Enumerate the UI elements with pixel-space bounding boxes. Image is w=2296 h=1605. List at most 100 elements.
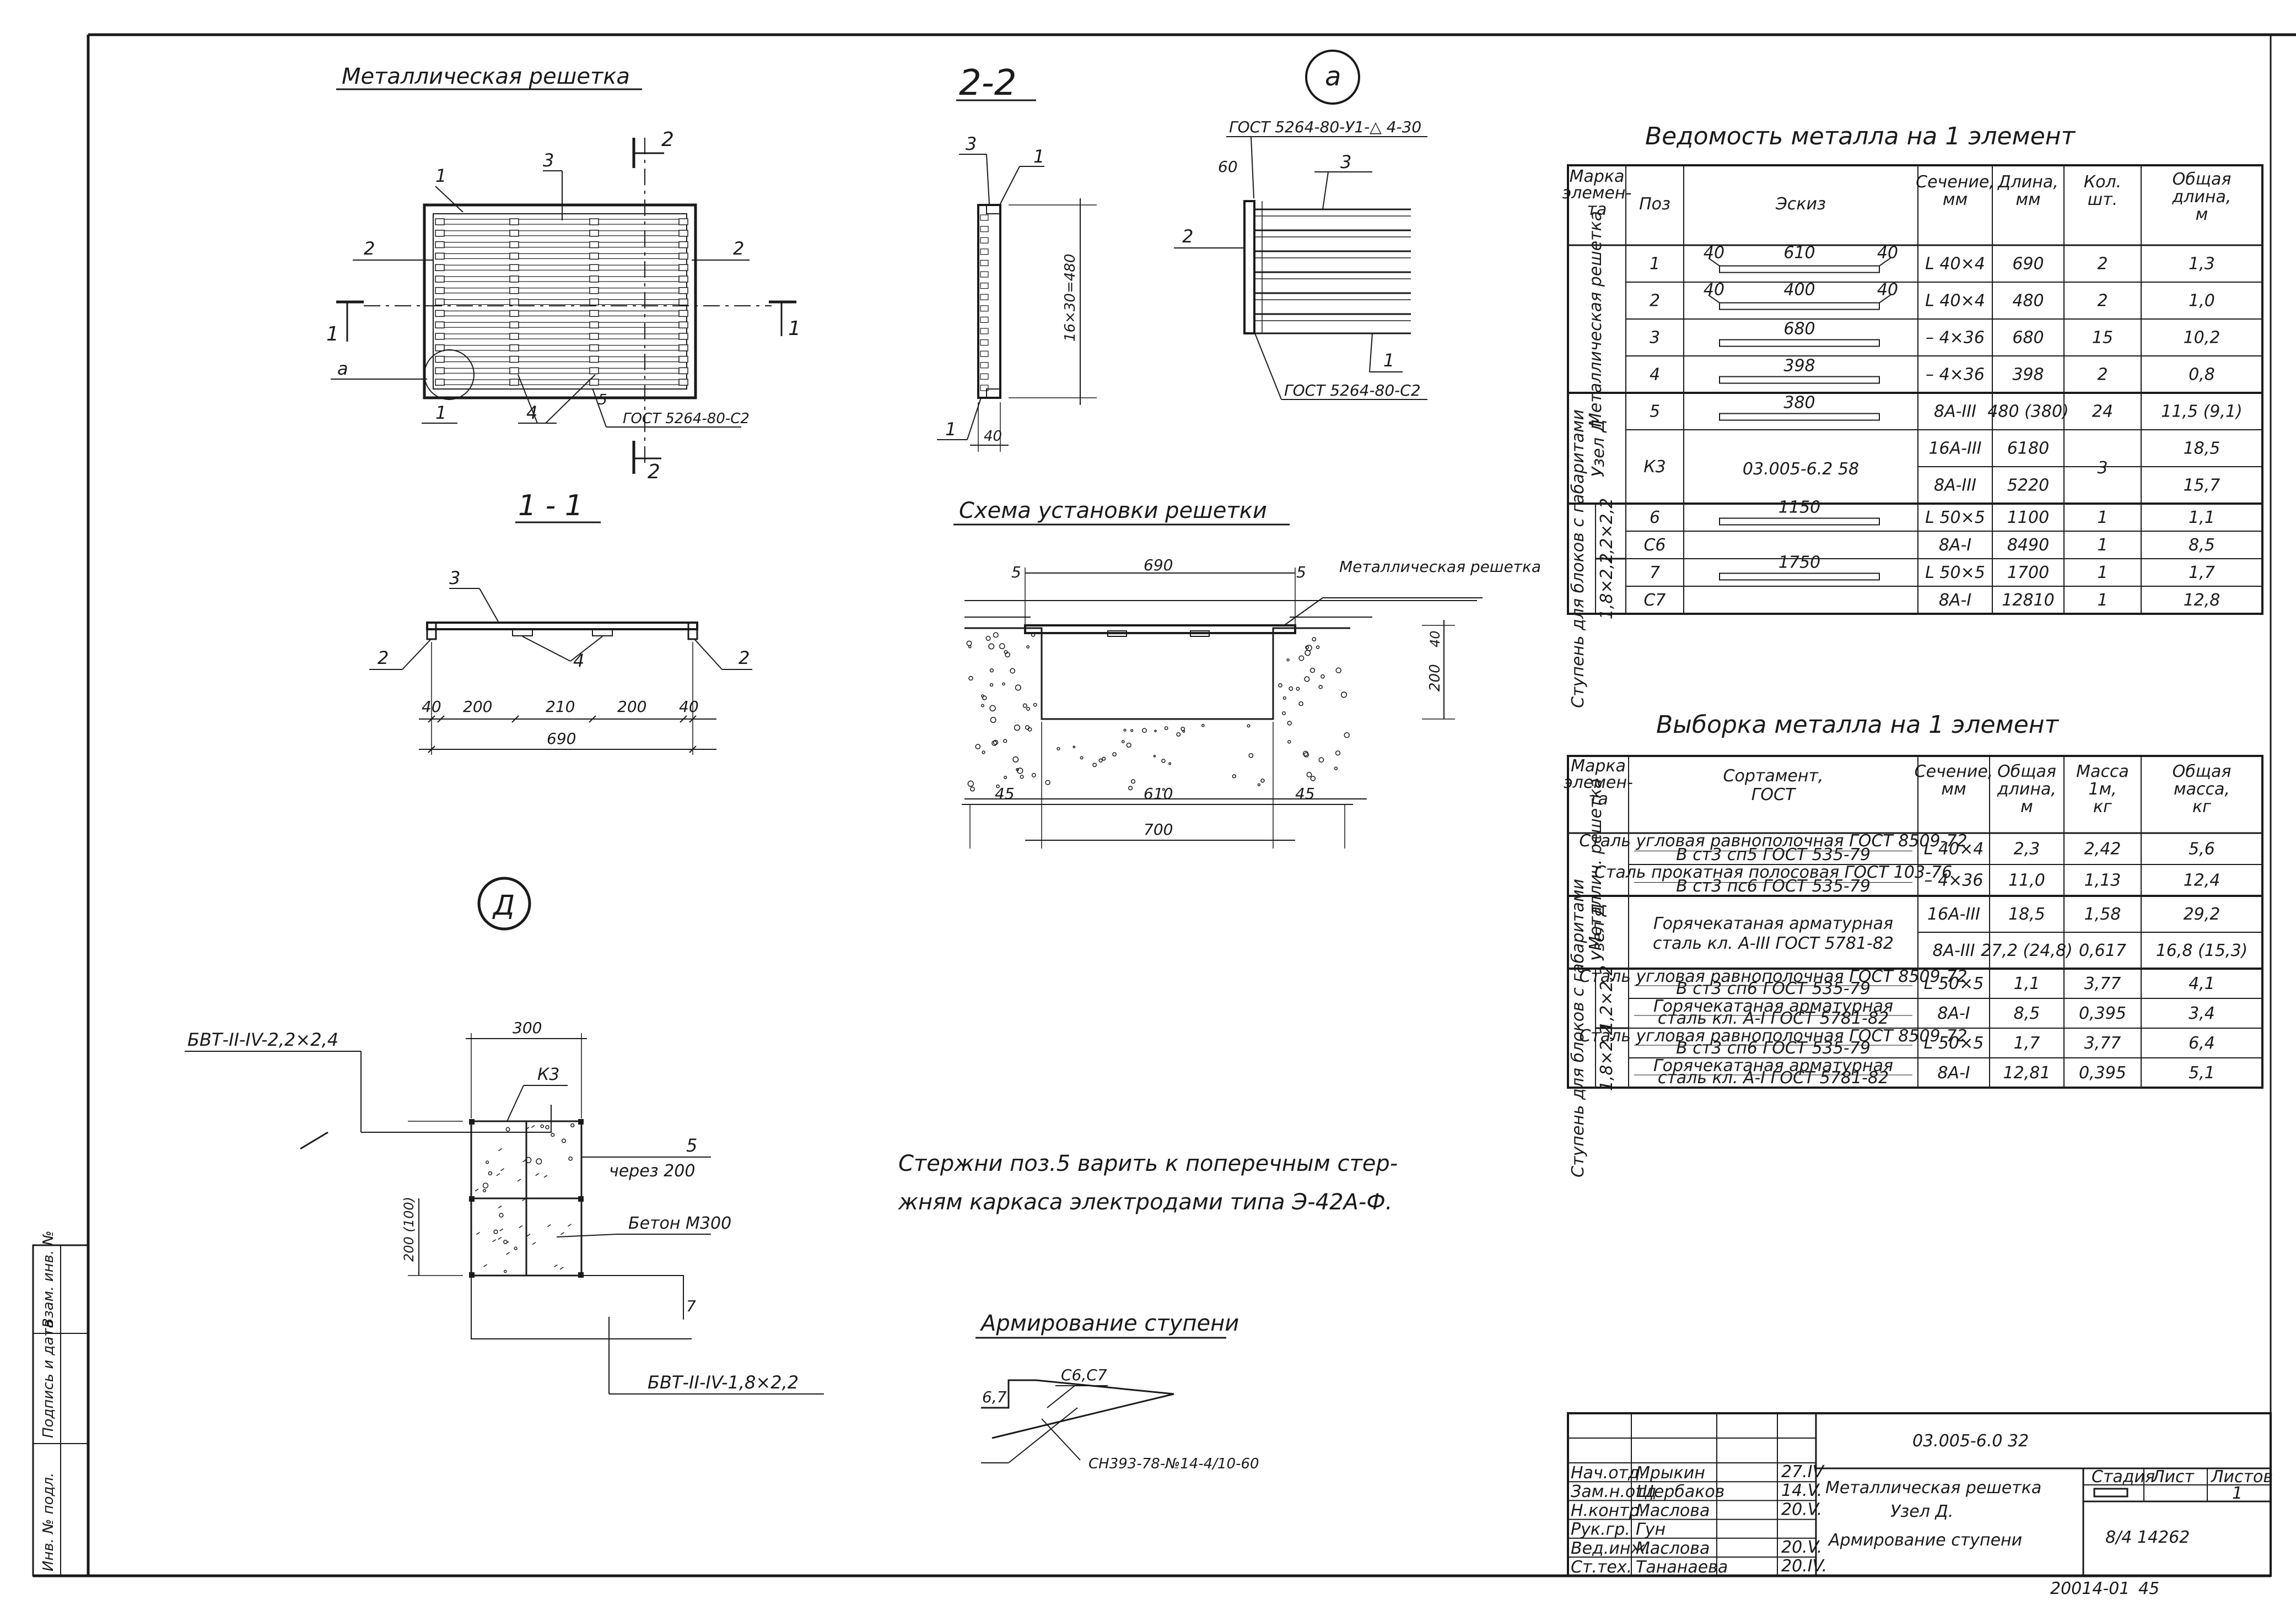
grid-bar-end xyxy=(509,355,519,363)
tb-sheets-value: 1 xyxy=(2232,1484,2243,1503)
vyborka-section: Выборка металла на 1 элемент Маркаэлемен… xyxy=(1564,711,2263,1177)
tb-name: Щербаков xyxy=(1636,1482,1724,1501)
hatch-dot xyxy=(1312,637,1317,642)
ved-total: 18,5 xyxy=(2184,439,2220,458)
hatch-dot xyxy=(568,1156,573,1161)
s22-dim-vertical: 16×30=480 xyxy=(1062,254,1079,342)
detail-a: а ГОСТ 5264-80-У1-△ 4-30 60 3 2 1 ГОСТ 5… xyxy=(1174,50,1427,400)
install-dim-200: 200 xyxy=(1427,664,1443,691)
node-d-hatch xyxy=(475,1123,575,1273)
grid-bar xyxy=(440,322,680,328)
hatch-dot xyxy=(1303,752,1309,758)
grid-bar-end xyxy=(589,287,599,294)
tb-name: Маслова xyxy=(1636,1539,1710,1558)
grid-bar-end xyxy=(435,218,445,225)
hatch-dot xyxy=(989,668,994,673)
hatch-dot xyxy=(570,1123,575,1128)
s11-dim-total: 690 xyxy=(547,729,576,748)
ved-h-qty2: шт. xyxy=(2088,190,2117,209)
node-d-pos-5: 5 xyxy=(686,1135,697,1156)
hatch-dot xyxy=(966,640,972,646)
grid-bar-end xyxy=(678,230,688,237)
hatch-dot xyxy=(1002,682,1005,686)
grid-bar-end xyxy=(435,379,445,386)
hatch-dot xyxy=(1304,676,1310,682)
stamp-field-2: Подпись и дата xyxy=(40,1320,57,1438)
side-stamp: Инв. № подл. Подпись и дата Взам. инв. № xyxy=(32,1230,89,1577)
ved-size-1: 1,2×2,2 xyxy=(1597,498,1616,565)
hatch-dot xyxy=(1016,768,1019,771)
ved-poz: 5 xyxy=(1650,402,1660,421)
ved-sketch-dim: 1150 xyxy=(1778,498,1820,517)
vyb-mass: 3,77 xyxy=(2084,974,2121,993)
grid-bar-end xyxy=(589,230,599,237)
cut-1-right: 1 xyxy=(788,317,801,340)
s11-dim-40-right: 40 xyxy=(679,698,699,716)
detail-a-marker: а xyxy=(1325,61,1341,92)
vyb-sort-2: сталь кл. А-I ГОСТ 5781-82 xyxy=(1658,1009,1889,1028)
vyb-group-3: Ступень для блоков с габаритами xyxy=(1569,879,1588,1177)
grid-bar-end xyxy=(435,333,445,340)
grid-bar xyxy=(440,276,680,282)
install-grid-label: Металлическая решетка xyxy=(1339,558,1541,576)
install-dim-5-right: 5 xyxy=(1296,563,1306,581)
hatch-dot xyxy=(483,1188,487,1193)
grid-bar xyxy=(440,379,680,385)
s11-tick xyxy=(589,715,596,723)
tb-role: Нач.отд. xyxy=(1571,1463,1645,1483)
vyb-sort-1: Сталь прокатная полосовая ГОСТ 103-76 xyxy=(1594,863,1952,882)
install-scheme: Схема установки решетки 690 5 5 610 45 4… xyxy=(953,498,1541,849)
hatch-dot xyxy=(545,1125,549,1130)
ved-sketch-bend xyxy=(1708,294,1720,304)
vyb-h-sec2: мм xyxy=(1941,780,1966,799)
grid-bar-end xyxy=(435,287,445,294)
s22-bar xyxy=(980,305,989,312)
vyb-h-tot3: кг xyxy=(2192,797,2211,817)
hatch-dot xyxy=(1142,728,1147,733)
ved-sketch-dim: 40 xyxy=(1704,244,1724,263)
ved-len: 6180 xyxy=(2007,439,2049,458)
grid-bar-end xyxy=(678,287,688,294)
grid-bar xyxy=(440,242,680,248)
ved-total: 12,8 xyxy=(2184,591,2220,610)
vyb-sec: L 50×5 xyxy=(1924,1034,1984,1053)
vyb-sort-2: сталь кл. А-III ГОСТ 5781-82 xyxy=(1653,934,1894,953)
s11-tick xyxy=(680,715,687,723)
ved-sketch-bar xyxy=(1719,265,1880,273)
grid-bar-end xyxy=(435,344,445,352)
vyb-h-sec: Сечение, xyxy=(1915,762,1993,781)
grid-bar xyxy=(440,345,680,351)
vyb-h-mass: Масса xyxy=(2076,762,2129,781)
node-d-k3: К3 xyxy=(537,1065,559,1084)
stamp-field-3: Взам. инв. № xyxy=(40,1230,57,1328)
grid-bar xyxy=(440,264,680,271)
ved-sec: 16А-III xyxy=(1928,439,1981,458)
install-dim-40: 40 xyxy=(1427,630,1443,647)
hatch-dash xyxy=(553,1264,558,1268)
grid-bar-end xyxy=(589,367,599,375)
grid-bar-end xyxy=(678,218,688,225)
grid-bar-end xyxy=(589,218,599,225)
hatch-dot xyxy=(1092,763,1097,768)
vyb-h-mark2: элемен- xyxy=(1564,773,1633,792)
ved-sketch-bar xyxy=(1719,376,1880,384)
hatch-dash xyxy=(547,1224,551,1228)
hatch-dash xyxy=(506,1252,510,1255)
grid-bar-end xyxy=(509,275,519,283)
vyb-sec: 8А-I xyxy=(1937,1063,1970,1083)
tb-date: 20.V. xyxy=(1781,1500,1822,1519)
vyb-sort-1: Горячекатаная арматурная xyxy=(1653,1056,1893,1076)
node-d-label-7: 7 xyxy=(686,1297,696,1315)
hatch-dash xyxy=(496,1173,500,1176)
hatch-dot xyxy=(482,1182,489,1188)
s11-dim-210: 210 xyxy=(546,698,575,716)
hatch-dot xyxy=(1335,667,1341,673)
ved-qty: 24 xyxy=(2092,402,2113,421)
ved-sec: L 50×5 xyxy=(1925,508,1985,527)
hatch-dash xyxy=(505,1241,509,1245)
hatch-dot xyxy=(1126,742,1131,748)
ved-qty: 1 xyxy=(2097,591,2108,610)
grid-bar-end xyxy=(509,367,519,375)
ved-poz: 7 xyxy=(1650,563,1660,582)
